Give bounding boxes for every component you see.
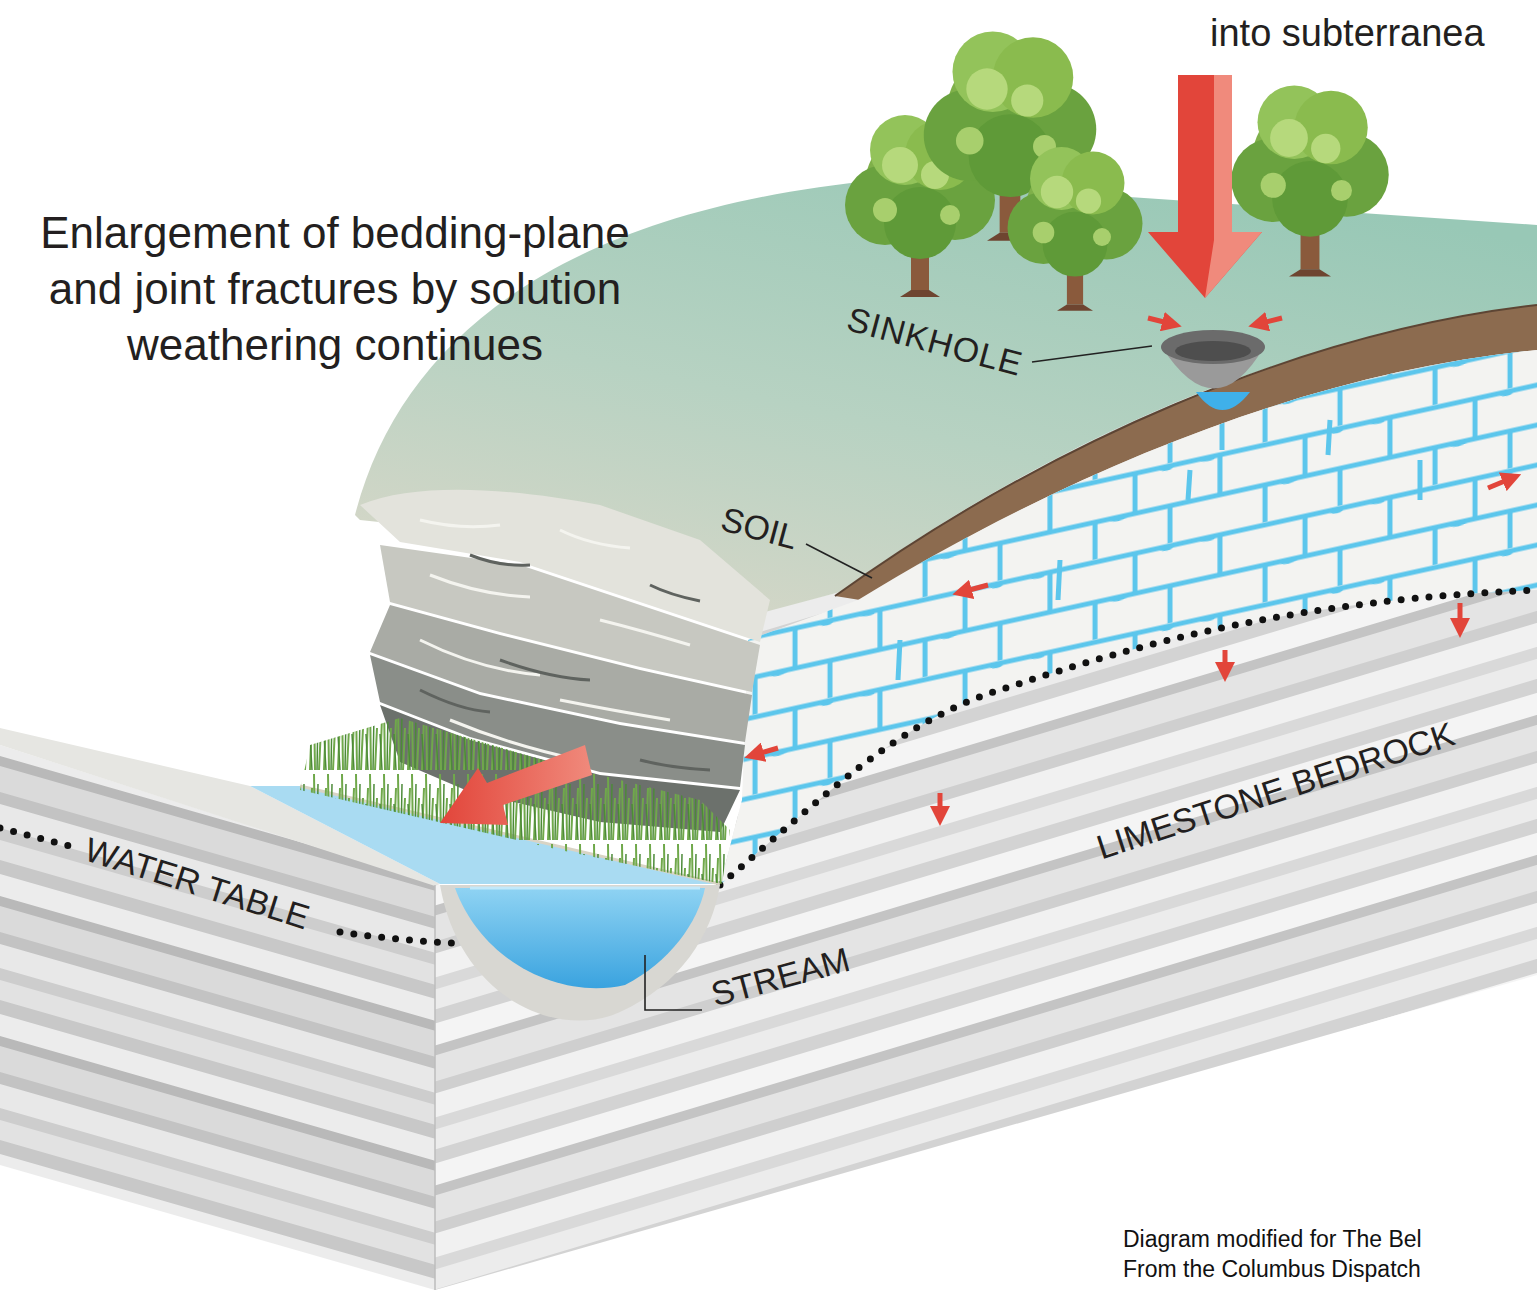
water-table-label: WATER TABLE [80, 829, 314, 938]
water-table-line [720, 590, 1537, 885]
leader-lines [806, 544, 872, 578]
limestone-cliff [420, 520, 690, 760]
fracture-zone [700, 300, 1537, 900]
fracture-zone [898, 405, 1420, 680]
flow-arrows [1488, 478, 1512, 488]
water-table-line [0, 828, 70, 846]
flow-arrows [440, 75, 1512, 825]
flow-arrows [1148, 318, 1172, 324]
grass [300, 718, 730, 884]
water-table-line [0, 590, 1537, 945]
flow-arrows [1148, 75, 1262, 298]
stream-label: STREAM [707, 939, 854, 1015]
caption-text: Diagram modified for The Bel From the Co… [1123, 1224, 1453, 1284]
sinkhole [1161, 330, 1265, 364]
process-heading: Enlargement of bedding-plane and joint f… [20, 205, 650, 373]
sinkhole [1196, 392, 1250, 410]
sinkhole-label: SINKHOLE [843, 298, 1027, 384]
stream-channel [440, 885, 720, 1021]
flow-arrows [938, 793, 943, 816]
flow-arrows [1223, 650, 1228, 672]
flow-arrows [1258, 318, 1282, 324]
leader-lines [1032, 346, 1152, 362]
trees [845, 32, 1389, 311]
sinkhole [1175, 341, 1251, 361]
stream-channel [440, 885, 720, 1021]
bedrock-label: LIMESTONE BEDROCK [1092, 713, 1460, 867]
leader-lines [645, 346, 1152, 1010]
soil-label: SOIL [717, 498, 802, 557]
trees [1008, 147, 1143, 311]
flow-arrows [440, 745, 592, 825]
fracture-zone [700, 300, 1537, 900]
flow-note: into subterranea [1210, 10, 1530, 56]
stream-channel [455, 888, 705, 988]
grass [300, 718, 730, 884]
limestone-block [434, 885, 436, 1290]
sinkhole [1161, 330, 1265, 410]
flow-arrows [754, 748, 778, 755]
flow-arrows [1205, 75, 1262, 298]
leader-lines [645, 955, 702, 1010]
flow-arrows [1458, 603, 1463, 628]
trees [1231, 86, 1389, 277]
flow-arrows [962, 585, 988, 592]
stream-channel [470, 887, 700, 890]
